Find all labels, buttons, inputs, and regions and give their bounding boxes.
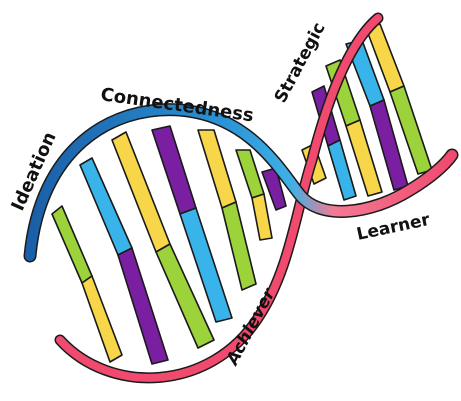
base-pair-rung — [51, 205, 123, 363]
base-pair-rung — [79, 157, 169, 365]
base-pair-rung — [197, 129, 257, 291]
base-pair-rung — [235, 149, 273, 241]
base-pair-rungs — [51, 23, 433, 365]
base-pair-rung — [261, 167, 287, 211]
label-achiever: Achiever — [222, 284, 280, 370]
base-pair-rung — [151, 125, 233, 323]
base-pair-rung — [111, 131, 215, 349]
